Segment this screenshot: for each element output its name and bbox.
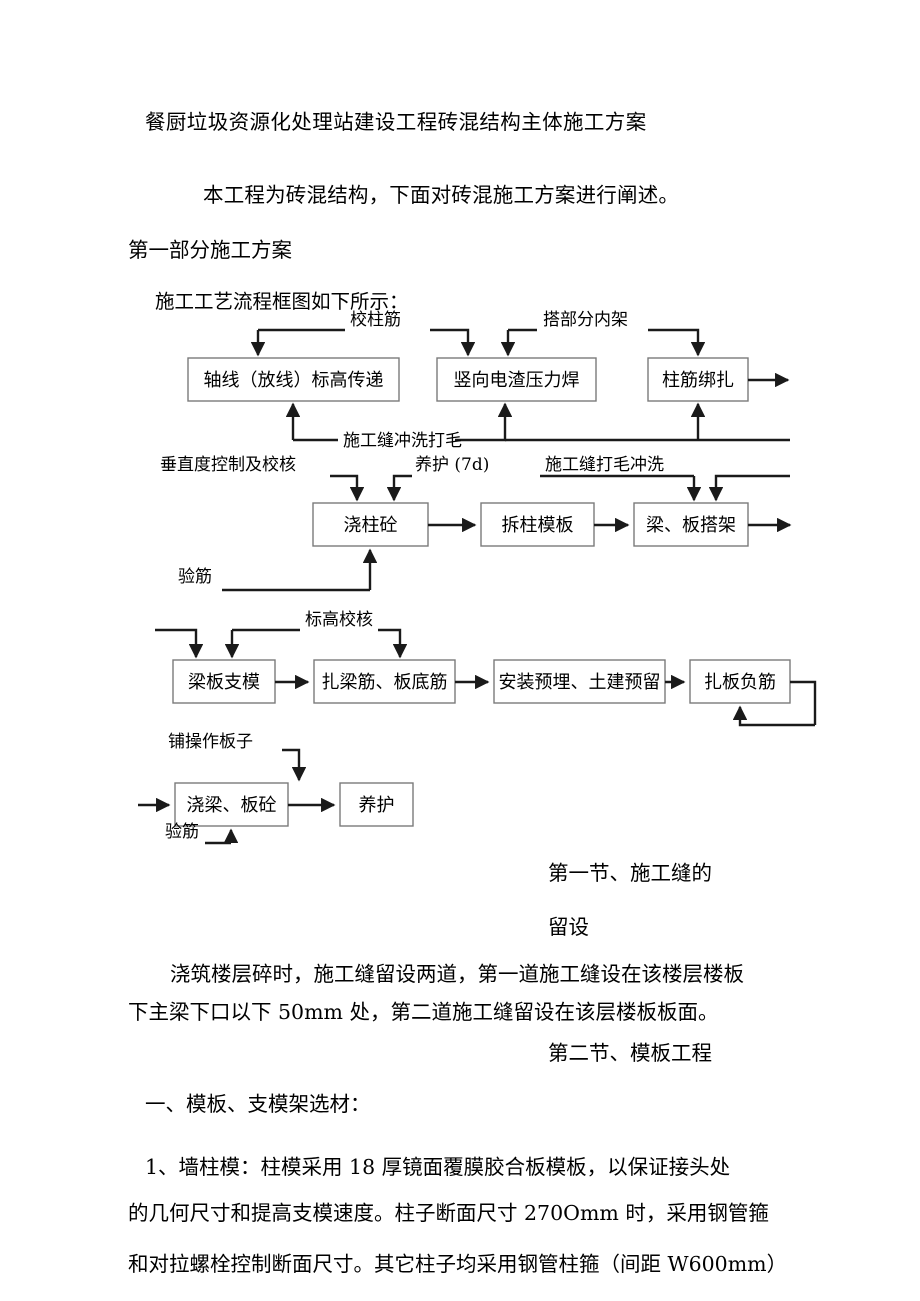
edge-label-yanghu-7d: 养护 (7d) — [415, 455, 489, 475]
paragraph-3-line-3: 和对拉螺栓控制断面尺寸。其它柱子均采用钢管柱箍（间距 W600mm） — [128, 1252, 788, 1276]
flow-box-label-r2c1: 浇柱砼 — [344, 515, 398, 536]
paragraph-1-line-2: 下主梁下口以下 50mm 处，第二道施工缝留设在该层楼板板面。 — [128, 1000, 719, 1024]
intro-paragraph: 本工程为砖混结构，下面对砖混施工方案进行阐述。 — [203, 183, 680, 207]
construction-process-flowchart: 校柱筋 搭部分内架 轴线（放线）标高传递 竖向电渣压力焊 柱筋绑扎 施工缝冲洗打… — [0, 300, 920, 845]
flow-box-label-r1c1: 轴线（放线）标高传递 — [204, 370, 384, 391]
edge-wrap-up-to-r3c4 — [732, 705, 815, 727]
edge-label-pu-caozuo-banzi: 铺操作板子 — [168, 732, 253, 752]
flow-box-label-r4c2: 养护 — [359, 795, 395, 816]
edge-label-yanjin-2: 验筋 — [165, 822, 199, 842]
edge-r3c4-wrap-down — [790, 680, 817, 725]
edge-label-yanjin-1: 验筋 — [178, 567, 212, 587]
edge-wrap-to-r3c1 — [155, 628, 204, 659]
edge-label-shigongfeng-chongxi-damao: 施工缝冲洗打毛 — [343, 431, 462, 451]
flow-box-beam-slab-formwork — [172, 659, 276, 704]
edge-pucaozuo-to-r4-link — [282, 748, 307, 782]
flow-box-label-r4c1: 浇梁、板砼 — [187, 795, 277, 816]
flow-box-label-r3c3: 安装预埋、土建预留 — [499, 672, 661, 693]
section-heading-2: 第二节、模板工程 — [548, 1041, 712, 1065]
paragraph-3-line-1: 1、墙柱模：柱模采用 18 厚镜面覆膜胶合板模板，以保证接头处 — [145, 1155, 731, 1179]
section-heading-1-line2: 留设 — [548, 915, 589, 939]
edge-biaogao-to-r3c2 — [378, 628, 408, 659]
edge-label-dabufenneijia: 搭部分内架 — [543, 310, 628, 330]
paragraph-2: 一、模板、支模架选材： — [145, 1092, 371, 1116]
flow-box-beam-slab-rebar — [313, 659, 456, 704]
paragraph-3-line-2: 的几何尺寸和提高支模速度。柱子断面尺寸 270Omm 时，采用钢管箍 — [128, 1201, 769, 1225]
paragraph-1-line-1: 浇筑楼层碎时，施工缝留设两道，第一道施工缝设在该楼层楼板 — [170, 962, 744, 986]
flow-box-slab-negative-rebar — [689, 659, 791, 704]
edge-label-biaogao-jiaohe: 标高校核 — [305, 610, 373, 630]
edge-label-jiaozhujin: 校柱筋 — [350, 310, 401, 330]
page-title: 餐厨垃圾资源化处理站建设工程砖混结构主体施工方案 — [145, 110, 647, 134]
flow-box-vertical-electroslag-welding — [436, 357, 597, 402]
section-heading-1-line1: 第一节、施工缝的 — [548, 861, 712, 885]
flow-box-axis-elevation — [187, 357, 400, 402]
flow-box-label-r1c3: 柱筋绑扎 — [662, 370, 734, 391]
flowchart-intro-text: 施工工艺流程框图如下所示： — [155, 290, 409, 313]
edge-label-chuizhidu-kongzhi: 垂直度控制及校核 — [160, 455, 296, 475]
edge-label-shigongfeng-damao-chongxi: 施工缝打毛冲洗 — [545, 455, 664, 475]
edge-chuizhidu-to-r2c1 — [330, 474, 365, 502]
flow-box-label-r2c2: 拆柱模板 — [502, 515, 574, 536]
flow-box-pour-beam-slab-concrete — [174, 782, 289, 827]
flow-box-label-r3c1: 梁板支模 — [188, 672, 260, 693]
edge-yanghu-to-r2c1 — [386, 474, 412, 502]
flow-box-label-r3c4: 扎板负筋 — [704, 672, 776, 693]
edge-return-to-r2c3 — [708, 474, 790, 502]
edge-jiaozhujin-to-r1c2 — [430, 328, 476, 357]
edge-dabufen-to-r1c3 — [648, 328, 706, 357]
flow-box-label-r1c2: 竖向电渣压力焊 — [454, 370, 580, 391]
part-heading: 第一部分施工方案 — [128, 238, 292, 262]
flow-box-embedded-parts-reserve — [493, 659, 666, 704]
flow-box-curing — [339, 782, 414, 827]
flow-box-label-r3c2: 扎梁筋、板底筋 — [322, 672, 448, 693]
edge-sgf-to-r1c2 — [455, 402, 513, 442]
flow-box-label-r2c3: 梁、板搭架 — [646, 515, 736, 536]
flow-box-pour-column-concrete — [312, 502, 429, 547]
flow-box-column-rebar-binding — [647, 357, 749, 402]
